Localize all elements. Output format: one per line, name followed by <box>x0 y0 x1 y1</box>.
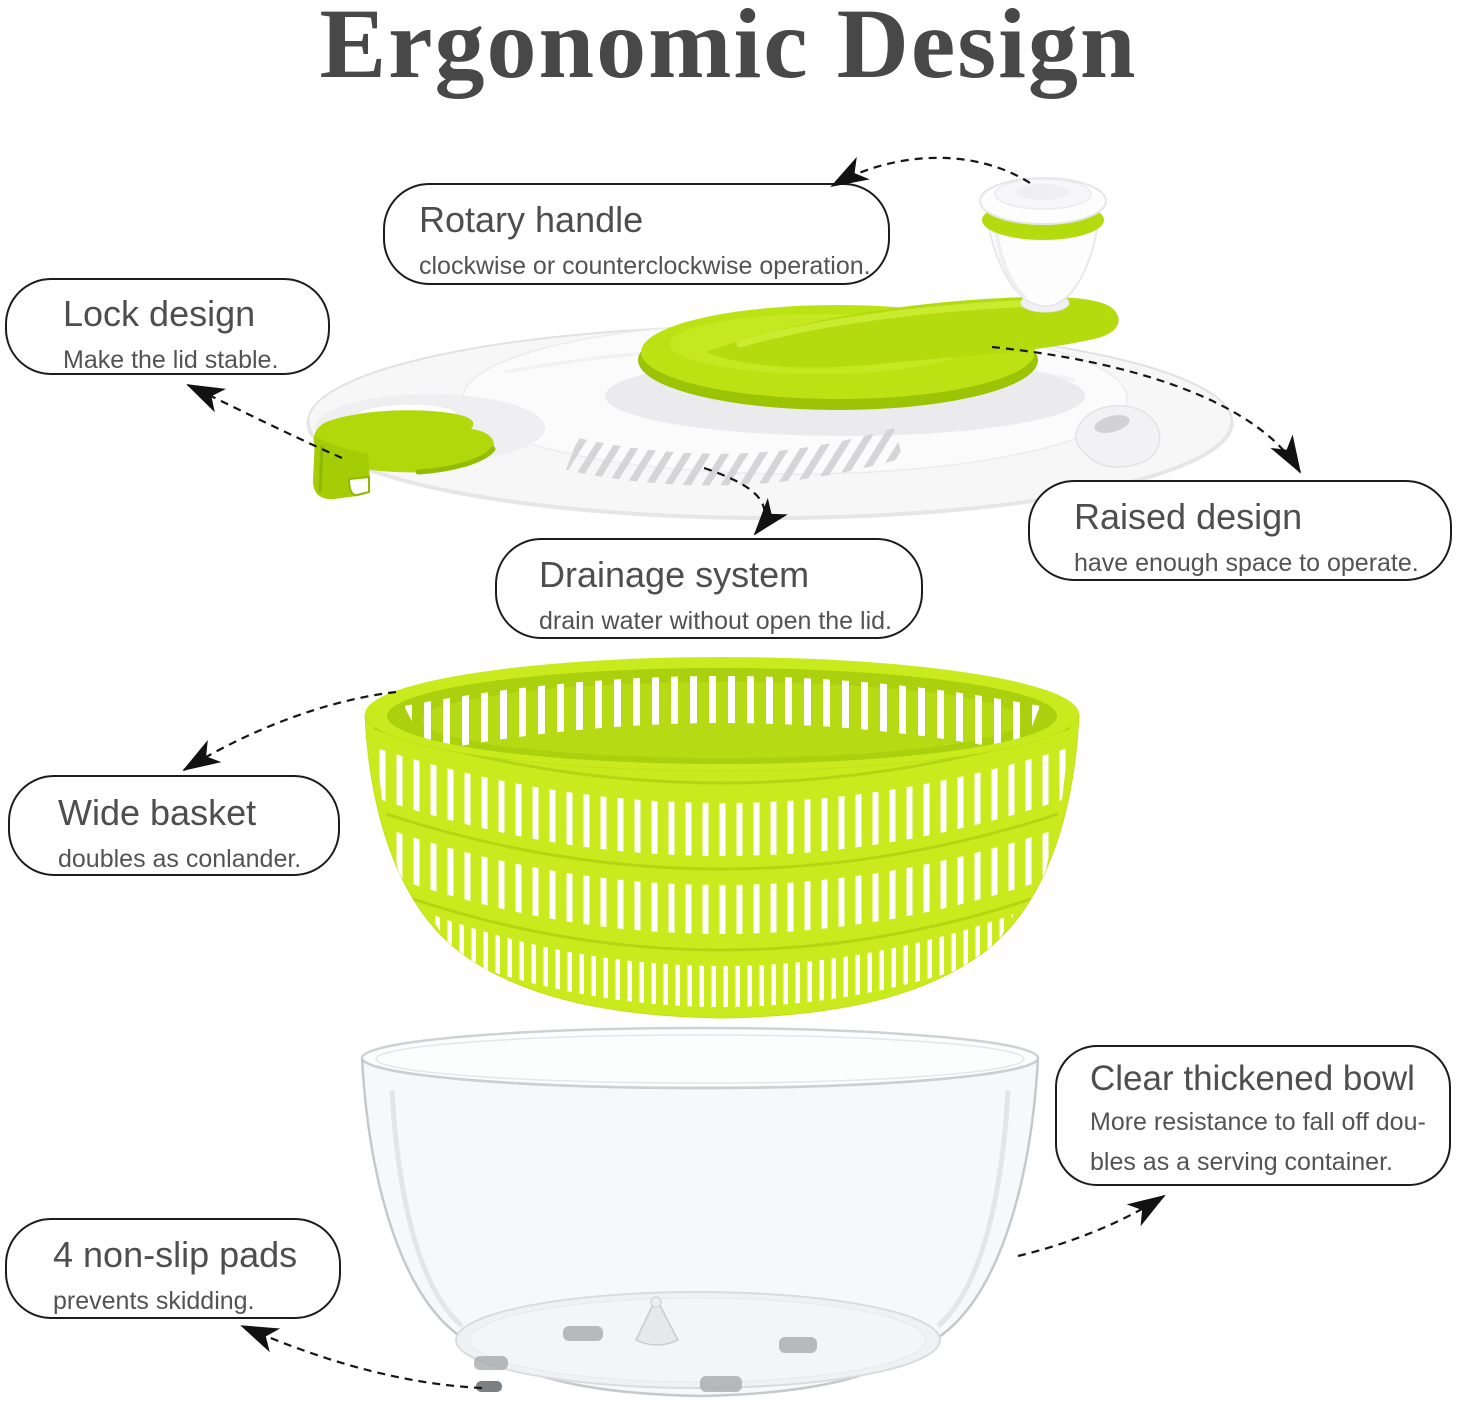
callout-raised-design: Raised design have enough space to opera… <box>1028 480 1452 581</box>
callout-description: doubles as conlander. <box>58 845 302 874</box>
callout-non-slip-pads: 4 non-slip pads prevents skidding. <box>5 1218 341 1319</box>
non-slip-pad <box>474 1356 508 1370</box>
callout-clear-bowl: Clear thickened bowl More resistance to … <box>1055 1045 1451 1186</box>
non-slip-pad <box>700 1376 742 1392</box>
strainer-basket <box>364 657 1080 1019</box>
non-slip-pad <box>476 1381 502 1392</box>
callout-description: clockwise or counterclockwise operation. <box>419 252 871 281</box>
spinner-lid <box>306 177 1234 520</box>
callout-lock-design: Lock design Make the lid stable. <box>5 278 330 375</box>
callout-rotary-handle: Rotary handle clockwise or counterclockw… <box>383 183 890 285</box>
drainage-vents <box>566 428 903 486</box>
callout-description: prevents skidding. <box>53 1287 255 1316</box>
serving-bowl <box>360 1026 1040 1398</box>
callout-description: Make the lid stable. <box>63 346 279 375</box>
callout-description-line-2: bles as a serving container. <box>1090 1148 1393 1177</box>
callout-heading: 4 non-slip pads <box>53 1234 298 1275</box>
lock-clip <box>313 394 545 500</box>
non-slip-pad <box>563 1326 603 1341</box>
rotary-knob <box>979 177 1107 313</box>
page-title: Ergonomic Design <box>319 0 1138 99</box>
non-slip-pad <box>779 1337 817 1353</box>
callout-heading: Drainage system <box>539 554 810 595</box>
callout-heading: Raised design <box>1074 496 1303 537</box>
callout-drainage-system: Drainage system drain water without open… <box>495 538 923 639</box>
callout-heading: Clear thickened bowl <box>1090 1059 1415 1098</box>
callout-description: have enough space to operate. <box>1074 549 1419 578</box>
bowl-center-cone <box>635 1296 680 1346</box>
callout-heading: Wide basket <box>58 792 257 833</box>
callout-heading: Lock design <box>63 293 256 334</box>
non-slip-pads <box>474 1326 817 1392</box>
callout-description-line-1: More resistance to fall off dou- <box>1090 1108 1426 1137</box>
callout-heading: Rotary handle <box>419 199 644 240</box>
callout-description: drain water without open the lid. <box>539 607 892 636</box>
callout-wide-basket: Wide basket doubles as conlander. <box>8 775 340 876</box>
